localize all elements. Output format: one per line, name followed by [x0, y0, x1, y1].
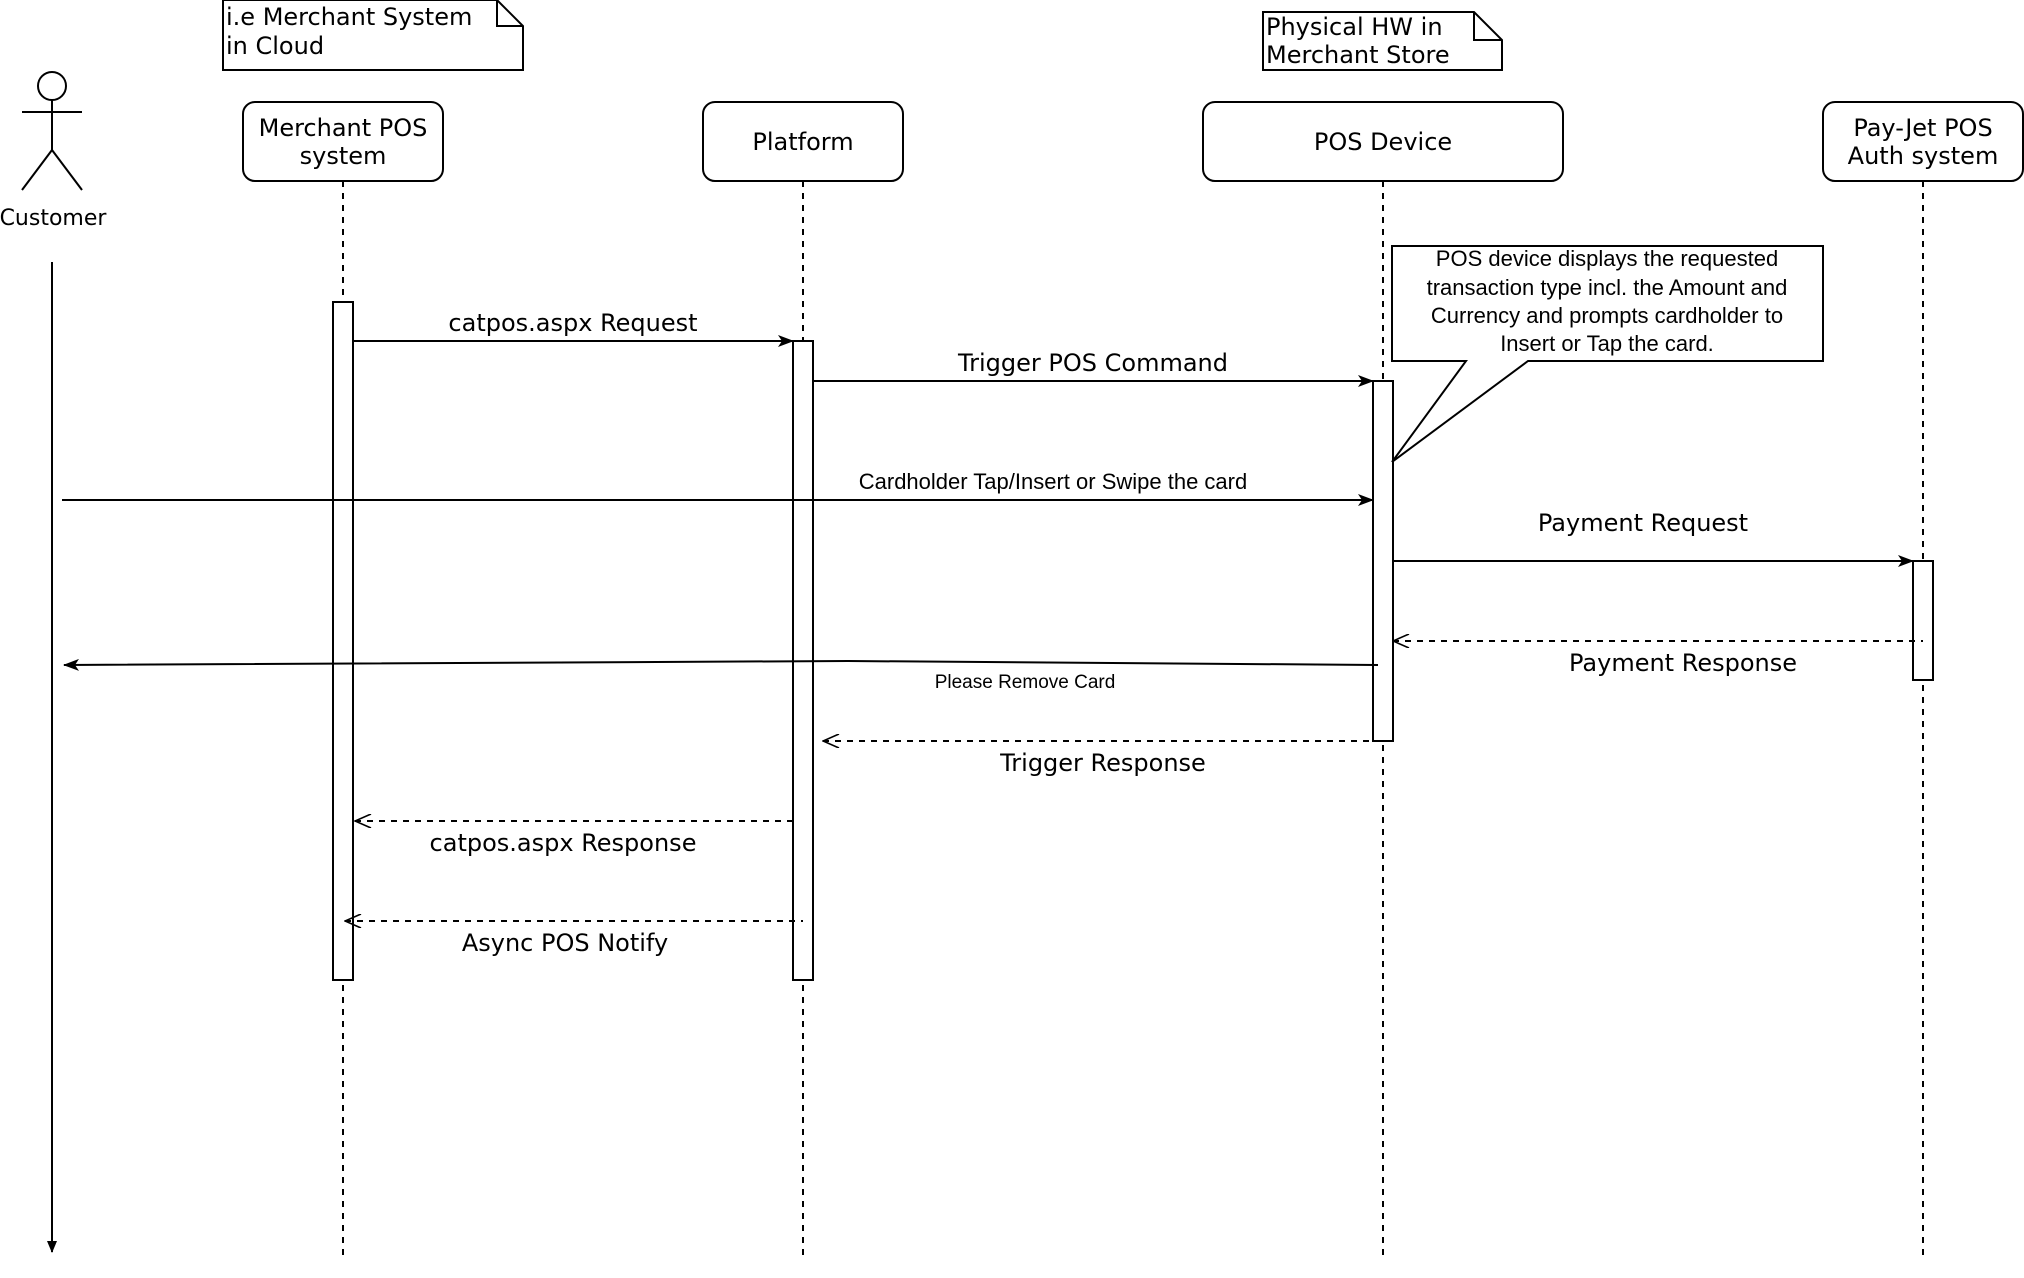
catpos-response-label: catpos.aspx Response	[430, 829, 697, 857]
payjet-label-line2: Auth system	[1848, 142, 1999, 170]
note-merchant-cloud-line1: i.e Merchant System	[226, 3, 472, 31]
activation-pos-device	[1372, 380, 1394, 742]
activation-merchant-pos	[332, 301, 354, 981]
participant-merchant-pos: Merchant POS system	[242, 101, 444, 182]
merchant-pos-label-line1: Merchant POS	[259, 114, 428, 142]
message-please-remove-card: Please Remove Card	[63, 658, 1379, 693]
message-trigger-pos-command: Trigger POS Command	[813, 349, 1374, 387]
trigger-pos-command-label: Trigger POS Command	[957, 349, 1228, 377]
callout-line3: Currency and prompts cardholder to	[1431, 303, 1783, 328]
payment-response-label: Payment Response	[1569, 649, 1797, 677]
message-payment-response: Payment Response	[1393, 641, 1923, 677]
participant-pos-device: POS Device	[1202, 101, 1564, 182]
message-catpos-response: catpos.aspx Response	[355, 821, 793, 857]
message-catpos-request: catpos.aspx Request	[353, 309, 794, 347]
note-physical-hw-line1: Physical HW in	[1266, 13, 1443, 41]
note-physical-hw: Physical HW in Merchant Store	[1262, 11, 1503, 71]
callout-line1: POS device displays the requested	[1436, 246, 1778, 271]
customer-actor-icon	[21, 71, 83, 191]
catpos-request-label: catpos.aspx Request	[448, 309, 697, 337]
async-pos-notify-label: Async POS Notify	[462, 929, 668, 957]
callout-line4: Insert or Tap the card.	[1500, 331, 1714, 356]
participant-payjet: Pay-Jet POS Auth system	[1822, 101, 2024, 182]
please-remove-card-label: Please Remove Card	[935, 672, 1116, 693]
trigger-response-label: Trigger Response	[999, 749, 1206, 777]
platform-label: Platform	[752, 128, 853, 156]
callout-pos-display: POS device displays the requested transa…	[1391, 245, 1824, 463]
note-physical-hw-line2: Merchant Store	[1266, 41, 1450, 69]
note-merchant-cloud-line2: in Cloud	[226, 32, 324, 60]
payment-request-label: Payment Request	[1538, 509, 1748, 537]
participant-platform: Platform	[702, 101, 904, 182]
callout-line2: transaction type incl. the Amount and	[1427, 275, 1788, 300]
pos-device-label: POS Device	[1314, 128, 1452, 156]
payjet-label-line1: Pay-Jet POS	[1853, 114, 1992, 142]
message-async-pos-notify: Async POS Notify	[345, 921, 803, 957]
note-merchant-cloud: i.e Merchant System in Cloud	[222, 0, 524, 71]
message-trigger-response: Trigger Response	[823, 741, 1373, 777]
message-cardholder-tap: Cardholder Tap/Insert or Swipe the card	[62, 469, 1374, 506]
merchant-pos-label-line2: system	[300, 142, 387, 170]
customer-label: Customer	[0, 206, 107, 231]
activation-payjet	[1912, 560, 1934, 681]
cardholder-tap-label: Cardholder Tap/Insert or Swipe the card	[859, 469, 1247, 494]
message-payment-request: Payment Request	[1393, 509, 1914, 567]
